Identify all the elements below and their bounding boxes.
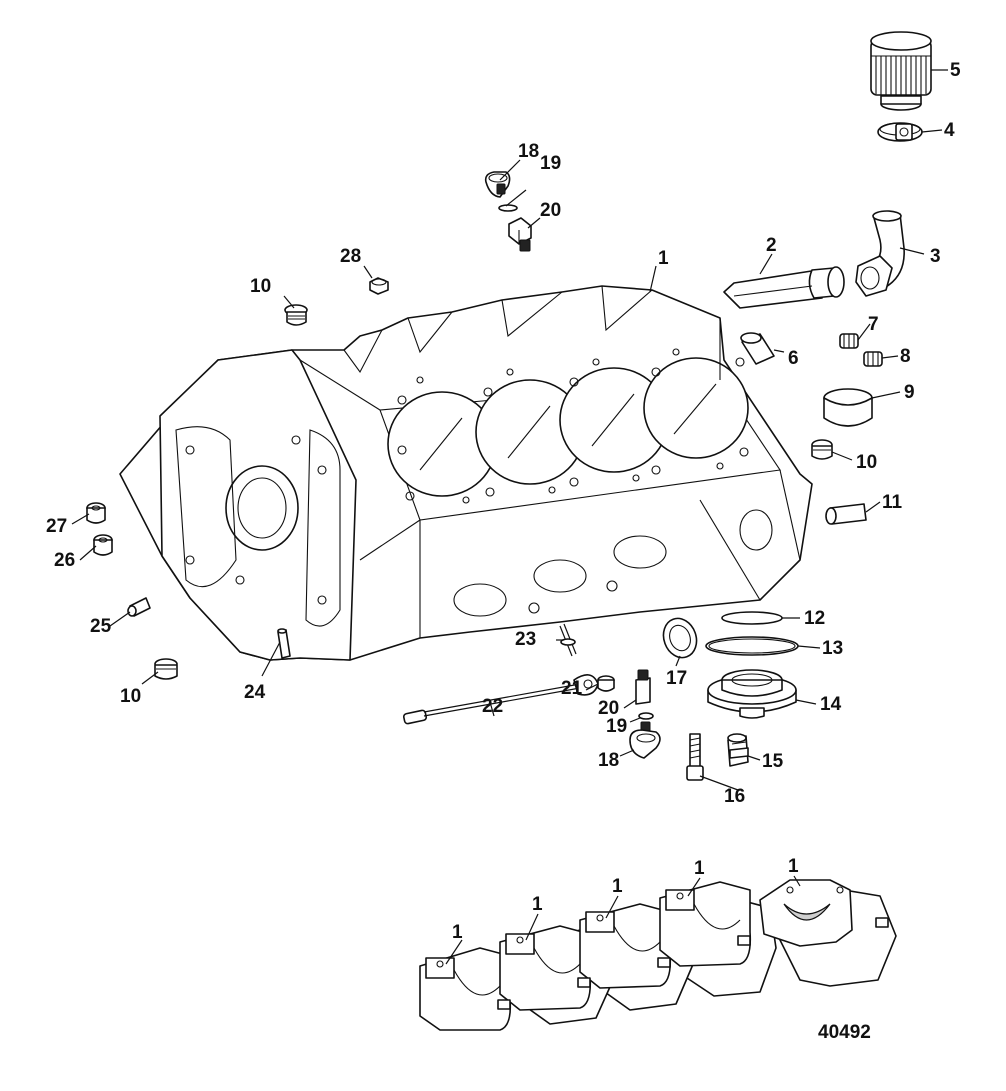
callout-c1f: 1 (788, 856, 799, 877)
callout-c3: 3 (930, 246, 941, 267)
callout-c11: 11 (882, 492, 903, 513)
part-adapter-fitting-top (508, 217, 532, 252)
part-drain-plug-bottom (629, 721, 661, 759)
callout-c20b: 20 (598, 698, 619, 719)
callout-c15: 15 (762, 751, 784, 772)
part-vent-elbow (855, 210, 905, 297)
callout-c10c: 10 (120, 686, 141, 707)
callout-c24: 24 (244, 682, 266, 703)
part-o-ring-13 (705, 636, 799, 656)
part-pipe-plug-28 (369, 277, 389, 295)
callout-c4: 4 (944, 120, 955, 141)
part-adapter-fitting-bottom (635, 669, 651, 705)
part-knock-sensor-harness-22 (402, 674, 599, 725)
part-dowel-pin-24 (277, 628, 291, 659)
part-breather-filter (870, 31, 932, 111)
part-hose-clamp (877, 122, 923, 142)
leader-lines (71, 69, 948, 965)
part-plug-26 (93, 534, 113, 556)
callout-c17: 17 (666, 668, 687, 689)
part-stud-23 (559, 623, 577, 657)
part-sealing-washer-top (498, 204, 518, 212)
part-plug-21 (597, 675, 615, 692)
callout-c1e: 1 (694, 858, 705, 879)
callout-c1b: 1 (452, 922, 463, 943)
callout-c2: 2 (766, 235, 777, 256)
part-fitting-15 (727, 733, 749, 767)
part-bolt-16 (686, 733, 704, 781)
figure-id: 40492 (818, 1022, 871, 1043)
callout-c12: 12 (804, 608, 825, 629)
part-plug-10-right (811, 439, 833, 460)
part-oil-filter-adapter-14 (707, 669, 797, 719)
callout-c5: 5 (950, 60, 961, 81)
callout-c25: 25 (90, 616, 112, 637)
callout-c1c: 1 (532, 894, 543, 915)
callout-c27: 27 (46, 516, 67, 537)
callout-c10b: 10 (856, 452, 877, 473)
part-sealing-washer-bottom (638, 712, 654, 720)
part-drain-plug-top (484, 171, 511, 198)
part-plug-7 (839, 333, 859, 349)
callout-c22: 22 (482, 696, 503, 717)
part-dowel-25 (127, 597, 151, 617)
part-dipstick-tube (723, 266, 845, 309)
part-dowel-sleeve-6 (740, 332, 775, 365)
part-plug-8 (863, 351, 883, 367)
part-expansion-plug-9 (823, 388, 873, 427)
callout-c19a: 19 (540, 153, 561, 174)
part-plug-10-left (154, 658, 178, 680)
callout-c6: 6 (788, 348, 799, 369)
cylinder-bores (387, 357, 749, 497)
callout-c18b: 18 (598, 750, 619, 771)
callout-c13: 13 (822, 638, 843, 659)
callout-c19b: 19 (606, 716, 627, 737)
part-plug-27 (86, 502, 106, 524)
callout-c1a: 1 (658, 248, 669, 269)
callout-c23: 23 (515, 629, 536, 650)
callout-c21: 21 (561, 678, 583, 699)
callout-c7: 7 (868, 314, 879, 335)
part-seal-17 (662, 617, 698, 659)
callout-c8: 8 (900, 346, 911, 367)
callout-c18a: 18 (518, 141, 539, 162)
callout-c26: 26 (54, 550, 75, 571)
callout-c10a: 10 (250, 276, 271, 297)
part-main-bearing-caps (419, 879, 897, 1031)
part-plug-10-top (284, 304, 308, 326)
callout-c20a: 20 (540, 200, 561, 221)
part-o-ring-12 (721, 611, 783, 625)
part-cylinder-block (119, 285, 813, 661)
part-dowel-11 (825, 503, 867, 525)
callout-c9: 9 (904, 382, 915, 403)
callout-c28: 28 (340, 246, 361, 267)
callout-c14: 14 (820, 694, 842, 715)
callout-c16: 16 (724, 786, 745, 807)
callout-c1d: 1 (612, 876, 623, 897)
